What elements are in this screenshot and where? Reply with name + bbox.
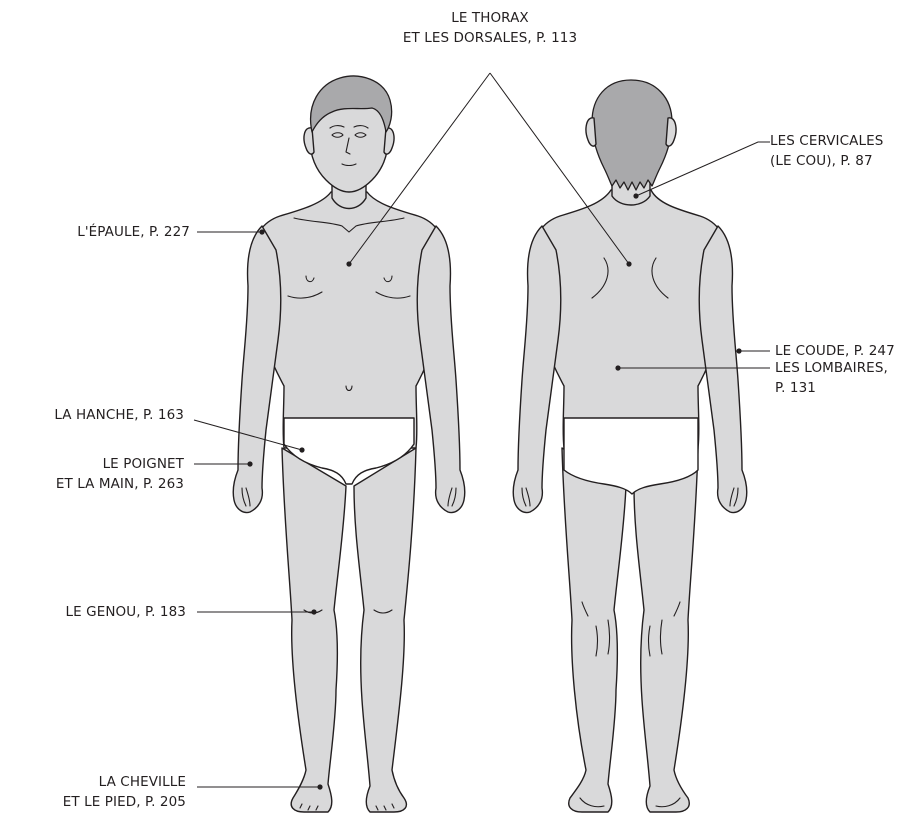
back-right-leg xyxy=(634,448,698,812)
back-right-arm xyxy=(699,226,747,513)
back-right-ear xyxy=(666,118,676,146)
genou-label: LE GENOU, P. 183 xyxy=(6,602,186,622)
back-torso xyxy=(532,190,728,448)
lombaires-label-line1: LES LOMBAIRES, xyxy=(775,358,888,378)
lombaires-label-line2: P. 131 xyxy=(775,378,888,398)
back-left-ear xyxy=(586,118,596,146)
poignet-label-line2: ET LA MAIN, P. 263 xyxy=(6,474,184,494)
back-body-figure xyxy=(513,80,747,812)
poignet-label-line1: LE POIGNET xyxy=(6,454,184,474)
front-right-leg xyxy=(354,448,416,812)
front-right-arm xyxy=(417,226,465,513)
genou-label-line1: LE GENOU, P. 183 xyxy=(6,602,186,622)
hanche-label: LA HANCHE, P. 163 xyxy=(6,405,184,425)
thorax-back-dot xyxy=(626,261,631,266)
front-left-leg xyxy=(282,448,346,812)
lombaires-dot xyxy=(615,365,620,370)
cervicales-label-line1: LES CERVICALES xyxy=(770,131,883,151)
back-left-arm xyxy=(513,226,561,513)
epaule-label-line1: L'ÉPAULE, P. 227 xyxy=(20,222,190,242)
hanche-label-line1: LA HANCHE, P. 163 xyxy=(6,405,184,425)
poignet-dot xyxy=(247,461,252,466)
thorax-front-dot xyxy=(346,261,351,266)
front-left-arm xyxy=(233,226,281,513)
thorax-label-line2: ET LES DORSALES, P. 113 xyxy=(386,28,594,48)
back-head-hair xyxy=(592,80,672,190)
genou-dot xyxy=(311,609,316,614)
cheville-label-line1: LA CHEVILLE xyxy=(6,772,186,792)
cervicales-label-line2: (LE COU), P. 87 xyxy=(770,151,883,171)
epaule-label: L'ÉPAULE, P. 227 xyxy=(20,222,190,242)
back-left-leg xyxy=(562,448,626,812)
poignet-label: LE POIGNET ET LA MAIN, P. 263 xyxy=(6,454,184,494)
lombaires-label: LES LOMBAIRES, P. 131 xyxy=(775,358,888,398)
cheville-label-line2: ET LE PIED, P. 205 xyxy=(6,792,186,812)
thorax-label-line1: LE THORAX xyxy=(386,8,594,28)
cheville-label: LA CHEVILLE ET LE PIED, P. 205 xyxy=(6,772,186,812)
epaule-dot xyxy=(259,229,264,234)
front-torso xyxy=(252,192,446,448)
cheville-dot xyxy=(317,784,322,789)
coude-dot xyxy=(736,348,741,353)
cervicales-label: LES CERVICALES (LE COU), P. 87 xyxy=(770,131,883,171)
cervicales-dot xyxy=(633,193,638,198)
front-body-figure xyxy=(233,76,465,812)
thorax-label: LE THORAX ET LES DORSALES, P. 113 xyxy=(386,8,594,48)
hanche-dot xyxy=(299,447,304,452)
